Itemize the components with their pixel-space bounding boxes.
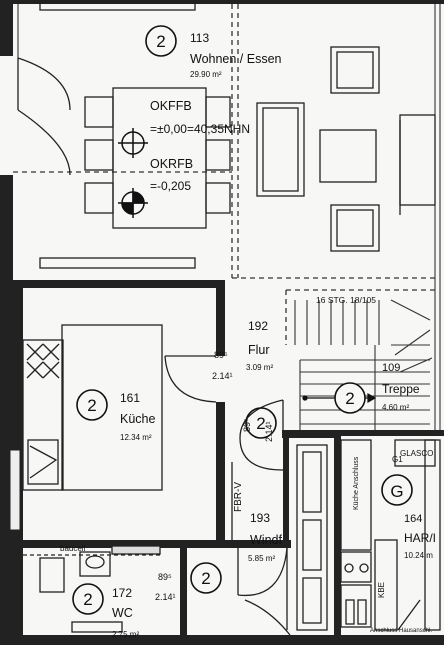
svg-text:2: 2 xyxy=(256,414,265,433)
svg-text:192: 192 xyxy=(248,319,268,333)
door-dim-flur: 89⁵ 2.14¹ xyxy=(242,418,274,442)
svg-text:3.09 m²: 3.09 m² xyxy=(246,363,273,372)
wall-lines xyxy=(4,0,441,640)
room-flur: 192 Flur 3.09 m² 2 xyxy=(245,319,277,439)
door-windfang-entry xyxy=(244,599,291,636)
svg-text:2: 2 xyxy=(83,590,92,609)
kitchen-furniture xyxy=(22,324,163,491)
room-kueche: 2 161 Küche 12.34 m² xyxy=(76,389,155,442)
level-marker-okrfb xyxy=(118,188,148,218)
svg-text:2.14¹: 2.14¹ xyxy=(212,371,233,381)
svg-text:2: 2 xyxy=(156,32,165,51)
svg-text:Wohnen / Essen: Wohnen / Essen xyxy=(190,52,282,66)
level-text: OKFFB =±0,00=40,35NHN OKRFB =-0,205 xyxy=(150,99,250,193)
wc-fixtures xyxy=(23,545,161,633)
svg-text:10.24 m: 10.24 m xyxy=(404,551,433,560)
svg-text:HAR/I: HAR/I xyxy=(404,531,436,545)
kbe-label: KBE xyxy=(377,582,386,598)
room-wohnen: 2 113 Wohnen / Essen 29.90 m² xyxy=(145,25,282,79)
g1-label: G1 xyxy=(392,455,403,464)
svg-text:2.14¹: 2.14¹ xyxy=(264,421,274,442)
glascon-label: GLASCO xyxy=(400,449,433,458)
stairs xyxy=(294,299,433,430)
svg-text:=-0,205: =-0,205 xyxy=(150,179,191,193)
svg-text:2: 2 xyxy=(87,396,96,415)
door-wc xyxy=(237,547,288,630)
room-treppe: 2 109 Treppe 4.60 m² xyxy=(334,362,420,414)
har-equipment xyxy=(340,439,441,631)
svg-text:2.14¹: 2.14¹ xyxy=(155,592,176,602)
level-marker-okffb xyxy=(118,128,148,158)
door-kueche xyxy=(164,355,217,403)
svg-text:Flur: Flur xyxy=(248,343,270,357)
svg-text:172: 172 xyxy=(112,586,132,600)
door-dim-wc: 89⁵ 2.14¹ xyxy=(155,572,176,602)
door-dim-kueche: 89⁵ 2.14¹ xyxy=(212,350,233,381)
svg-text:89⁵: 89⁵ xyxy=(242,418,252,432)
room-wc: 2 2 172 WC 2.75 m² xyxy=(72,562,222,639)
fbh-label: Anschluss Hausanschl. xyxy=(370,628,432,634)
svg-text:29.90 m²: 29.90 m² xyxy=(190,70,222,79)
dashed-lines xyxy=(13,4,435,345)
dining-table xyxy=(84,87,231,229)
svg-text:89⁵: 89⁵ xyxy=(158,572,172,582)
svg-text:Küche: Küche xyxy=(120,412,155,426)
svg-text:2.75 m²: 2.75 m² xyxy=(112,630,139,639)
baucell-label: baucell xyxy=(60,544,86,553)
living-furniture xyxy=(256,46,436,252)
svg-text:5.85 m²: 5.85 m² xyxy=(248,554,275,563)
door-flur xyxy=(239,399,284,471)
svg-text:Treppe: Treppe xyxy=(382,382,420,396)
room-har: G 164 HAR/I 10.24 m xyxy=(381,474,436,560)
svg-text:OKRFB: OKRFB xyxy=(150,157,193,171)
svg-text:89⁵: 89⁵ xyxy=(214,350,228,360)
door-swing-top xyxy=(17,1,196,269)
svg-text:12.34 m²: 12.34 m² xyxy=(120,433,152,442)
fbr-label: FBR-V xyxy=(233,482,244,512)
svg-text:109: 109 xyxy=(382,362,400,374)
svg-text:161: 161 xyxy=(120,391,140,405)
kueche-anschluss-label: Küche Anschluss xyxy=(353,456,360,510)
room-windf: 193 Windf 5.85 m² xyxy=(248,511,282,563)
svg-text:Windf: Windf xyxy=(250,533,282,547)
svg-text:OKFFB: OKFFB xyxy=(150,99,192,113)
svg-text:=±0,00=40,35NHN: =±0,00=40,35NHN xyxy=(150,122,250,136)
svg-text:2: 2 xyxy=(201,569,210,588)
svg-text:113: 113 xyxy=(190,31,209,45)
svg-text:2: 2 xyxy=(345,389,354,408)
svg-text:164: 164 xyxy=(404,513,422,525)
svg-text:193: 193 xyxy=(250,511,270,525)
windfang-wardrobe xyxy=(296,444,328,631)
stairs-note: 16 STG. 18/105 xyxy=(316,295,376,305)
svg-text:4.60 m²: 4.60 m² xyxy=(382,403,409,412)
svg-text:G: G xyxy=(390,482,403,501)
svg-text:WC: WC xyxy=(112,606,133,620)
